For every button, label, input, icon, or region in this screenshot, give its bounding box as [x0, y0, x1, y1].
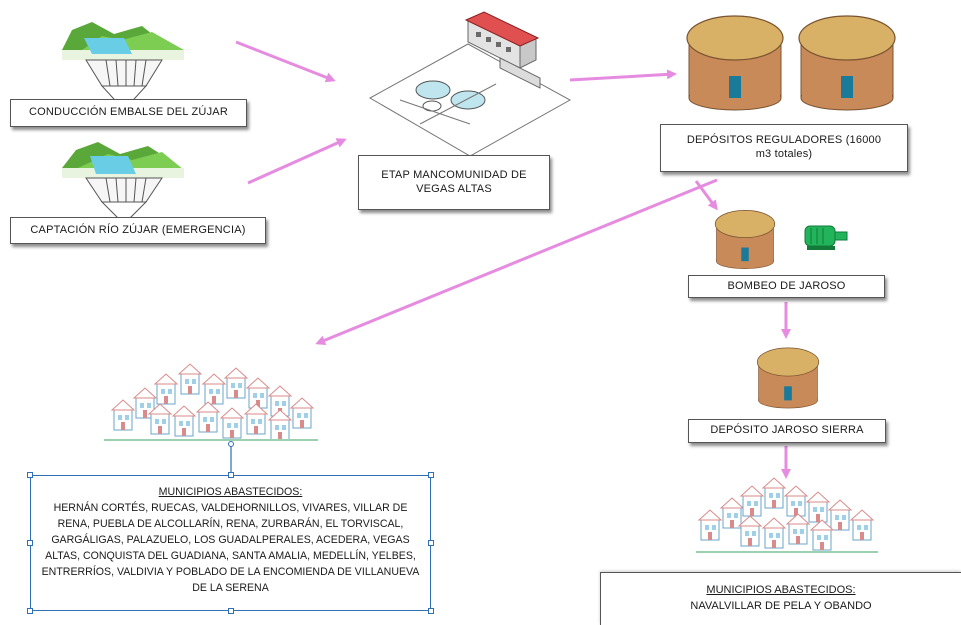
selection-handle[interactable]	[428, 608, 434, 614]
etap-label-line2: VEGAS ALTAS	[416, 182, 492, 195]
depositos-label-line2: m3 totales)	[755, 148, 813, 160]
etap-label-line1: ETAP MANCOMUNIDAD DE	[381, 168, 527, 181]
depositos-label-line1: DEPÓSITOS REGULADORES (16000	[686, 134, 882, 147]
municipios-small-title: MUNICIPIOS ABASTECIDOS:	[706, 584, 856, 596]
bombeo-label: BOMBEO DE JAROSO	[727, 279, 846, 292]
captacion-label: CAPTACIÓN RÍO ZÚJAR (EMERGENCIA)	[30, 223, 246, 236]
selection-handle[interactable]	[428, 472, 434, 478]
bombeo-label-box: BOMBEO DE JAROSO	[688, 275, 885, 298]
reservoir-icon	[62, 22, 184, 111]
arrows	[235, 40, 791, 479]
selection-handle[interactable]	[228, 472, 234, 478]
tank-icon-sierra	[756, 347, 820, 409]
river-icon	[62, 142, 184, 225]
selection-handle[interactable]	[27, 540, 33, 546]
arrow-captacion-to-etap	[247, 138, 347, 185]
deposito-sierra-label-box: DEPÓSITO JAROSO SIERRA	[688, 419, 886, 443]
selection-handle[interactable]	[428, 540, 434, 546]
captacion-label-box: CAPTACIÓN RÍO ZÚJAR (EMERGENCIA)	[10, 217, 266, 244]
arrow-depositos-to-municipios	[315, 178, 718, 345]
arrow-etap-to-depositos	[569, 69, 677, 82]
conduccion-label: CONDUCCIÓN EMBALSE DEL ZÚJAR	[29, 106, 228, 119]
deposito-sierra-label: DEPÓSITO JAROSO SIERRA	[710, 424, 864, 437]
town-icon-small	[696, 477, 878, 553]
town-icon-main	[104, 363, 318, 441]
municipios-main-box[interactable]: MUNICIPIOS ABASTECIDOS: HERNÁN CORTÉS, R…	[30, 475, 431, 611]
municipios-main-title: MUNICIPIOS ABASTECIDOS:	[158, 486, 303, 498]
arrow-conduccion-to-etap	[235, 40, 336, 83]
selection-handle[interactable]	[228, 608, 234, 614]
tank-icon-reguladores-1	[686, 15, 784, 111]
depositos-label-box: DEPÓSITOS REGULADORES (16000 m3 totales)	[660, 124, 908, 172]
pump-icon	[804, 225, 848, 250]
selection-handle[interactable]	[228, 441, 234, 447]
tank-icon-reguladores-2	[798, 15, 896, 111]
selection-handle[interactable]	[27, 472, 33, 478]
municipios-main-text: HERNÁN CORTÉS, RUECAS, VALDEHORNILLOS, V…	[41, 502, 420, 594]
etap-label-box: ETAP MANCOMUNIDAD DE VEGAS ALTAS	[358, 155, 550, 210]
tank-icon-jaroso	[714, 209, 776, 270]
municipios-small-box: MUNICIPIOS ABASTECIDOS: NAVALVILLAR DE P…	[600, 572, 961, 625]
treatment-plant-icon	[368, 11, 572, 157]
conduccion-label-box: CONDUCCIÓN EMBALSE DEL ZÚJAR	[10, 99, 247, 127]
municipios-small-text: NAVALVILLAR DE PELA Y OBANDO	[690, 600, 872, 612]
arrow-depositos-to-bombeo	[694, 180, 718, 211]
selection-handle[interactable]	[27, 608, 33, 614]
